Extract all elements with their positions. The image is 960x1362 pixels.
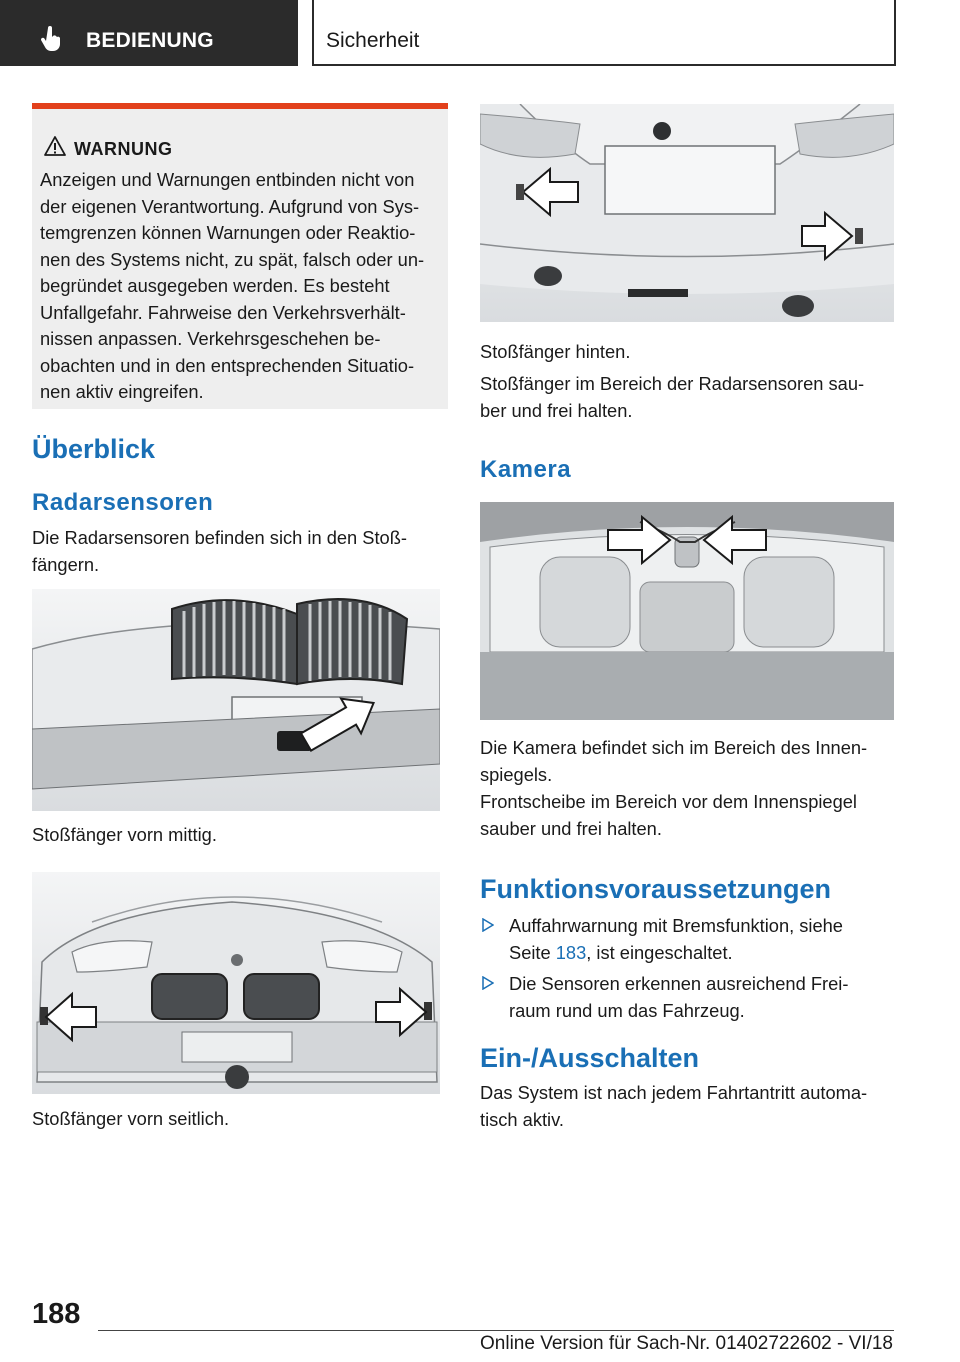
list-item-text: Die Sensoren erkennen ausreichend Frei- … xyxy=(509,970,899,1024)
text-line: Seite 183, ist eingeschaltet. xyxy=(509,939,899,966)
warning-line: Unfallgefahr. Fahrweise den Verkehrsverh… xyxy=(40,301,406,323)
warning-line: obachten und in den entsprechenden Situa… xyxy=(40,354,415,376)
warning-title: WARNUNG xyxy=(74,139,173,159)
warning-text: Anzeigen und Warnungen entbinden nicht v… xyxy=(40,167,444,406)
figure-front-bumper-side xyxy=(32,872,440,1094)
warning-line: nissen anpassen. Verkehrsgeschehen be- xyxy=(40,328,381,349)
text-line: tisch aktiv. xyxy=(480,1109,564,1130)
text-line: Die Sensoren erkennen ausreichend Frei- xyxy=(509,973,849,994)
text-line: Die Kamera befindet sich im Bereich des … xyxy=(480,737,868,758)
rear-note: Stoßfänger im Bereich der Radarsensoren … xyxy=(480,370,896,424)
heading-radar-sensors: Radarsensoren xyxy=(32,489,214,516)
text-span: Seite xyxy=(509,942,556,963)
warning-line: temgrenzen können Warnungen oder Reaktio… xyxy=(40,222,416,243)
warning-line: der eigenen Verantwortung. Aufgrund von … xyxy=(40,195,420,217)
text-line: Frontscheibe im Bereich vor dem Innenspi… xyxy=(480,791,857,812)
warning-line: nen aktiv eingreifen. xyxy=(40,381,204,402)
footer-divider xyxy=(98,1330,894,1331)
heading-on-off: Ein-/Ausschalten xyxy=(480,1043,700,1073)
warning-line: nen des Systems nicht, zu spät, falsch o… xyxy=(40,248,425,270)
heading-camera: Kamera xyxy=(480,456,572,483)
warning-line: Anzeigen und Warnungen entbinden nicht v… xyxy=(40,169,415,190)
warning-box: WARNUNG Anzeigen und Warnungen entbinden… xyxy=(32,103,448,409)
radar-intro: Die Radarsensoren befinden sich in den S… xyxy=(32,524,448,578)
text-line: spiegels. xyxy=(480,764,553,785)
on-off-text: Das System ist nach jedem Fahrtantritt a… xyxy=(480,1079,896,1133)
text-span: , ist eingeschaltet. xyxy=(586,942,733,963)
text-line: raum rund um das Fahrzeug. xyxy=(509,1000,745,1021)
camera-cleaning-note: Frontscheibe im Bereich vor dem Innenspi… xyxy=(480,788,896,842)
chapter-title: Sicherheit xyxy=(326,29,420,52)
caption-front-center: Stoßfänger vorn mittig. xyxy=(32,824,217,845)
text-line: Die Radarsensoren befinden sich in den S… xyxy=(32,527,407,548)
text-line: ber und frei halten. xyxy=(480,400,633,421)
figure-camera xyxy=(480,502,894,720)
warning-line: begründet ausgegeben werden. Es besteht xyxy=(40,275,390,296)
caption-rear: Stoßfänger hinten. xyxy=(480,341,631,362)
list-item-text: Auffahrwarnung mit Bremsfunktion, siehe … xyxy=(509,912,899,966)
footer-text: Online Version für Sach-Nr. 01402722602 … xyxy=(480,1333,893,1354)
heading-overview: Überblick xyxy=(32,434,156,464)
text-line: Auffahrwarnung mit Bremsfunktion, siehe xyxy=(509,915,843,936)
bullet-triangle-icon xyxy=(482,976,494,990)
heading-requirements: Funktionsvoraussetzungen xyxy=(480,874,832,904)
figure-rear-bumper xyxy=(480,104,894,322)
text-line: Stoßfänger im Bereich der Radarsensoren … xyxy=(480,373,865,394)
text-line: Das System ist nach jedem Fahrtantritt a… xyxy=(480,1082,868,1103)
section-tab[interactable]: BEDIENUNG xyxy=(0,0,298,66)
warning-triangle-icon xyxy=(44,136,66,156)
hand-pointer-icon xyxy=(40,26,60,51)
chapter-header: Sicherheit xyxy=(312,0,896,66)
text-line: fängern. xyxy=(32,554,100,575)
camera-location: Die Kamera befindet sich im Bereich des … xyxy=(480,734,896,788)
list-item: Die Sensoren erkennen ausreichend Frei- … xyxy=(482,970,896,1026)
text-line: sauber und frei halten. xyxy=(480,818,662,839)
list-item: Auffahrwarnung mit Bremsfunktion, siehe … xyxy=(482,912,896,968)
page-link[interactable]: 183 xyxy=(555,942,587,963)
figure-front-bumper-center xyxy=(32,589,440,811)
section-tab-label: BEDIENUNG xyxy=(86,29,214,52)
page-number: 188 xyxy=(32,1298,81,1330)
caption-front-side: Stoßfänger vorn seitlich. xyxy=(32,1108,230,1129)
bullet-triangle-icon xyxy=(482,918,494,932)
